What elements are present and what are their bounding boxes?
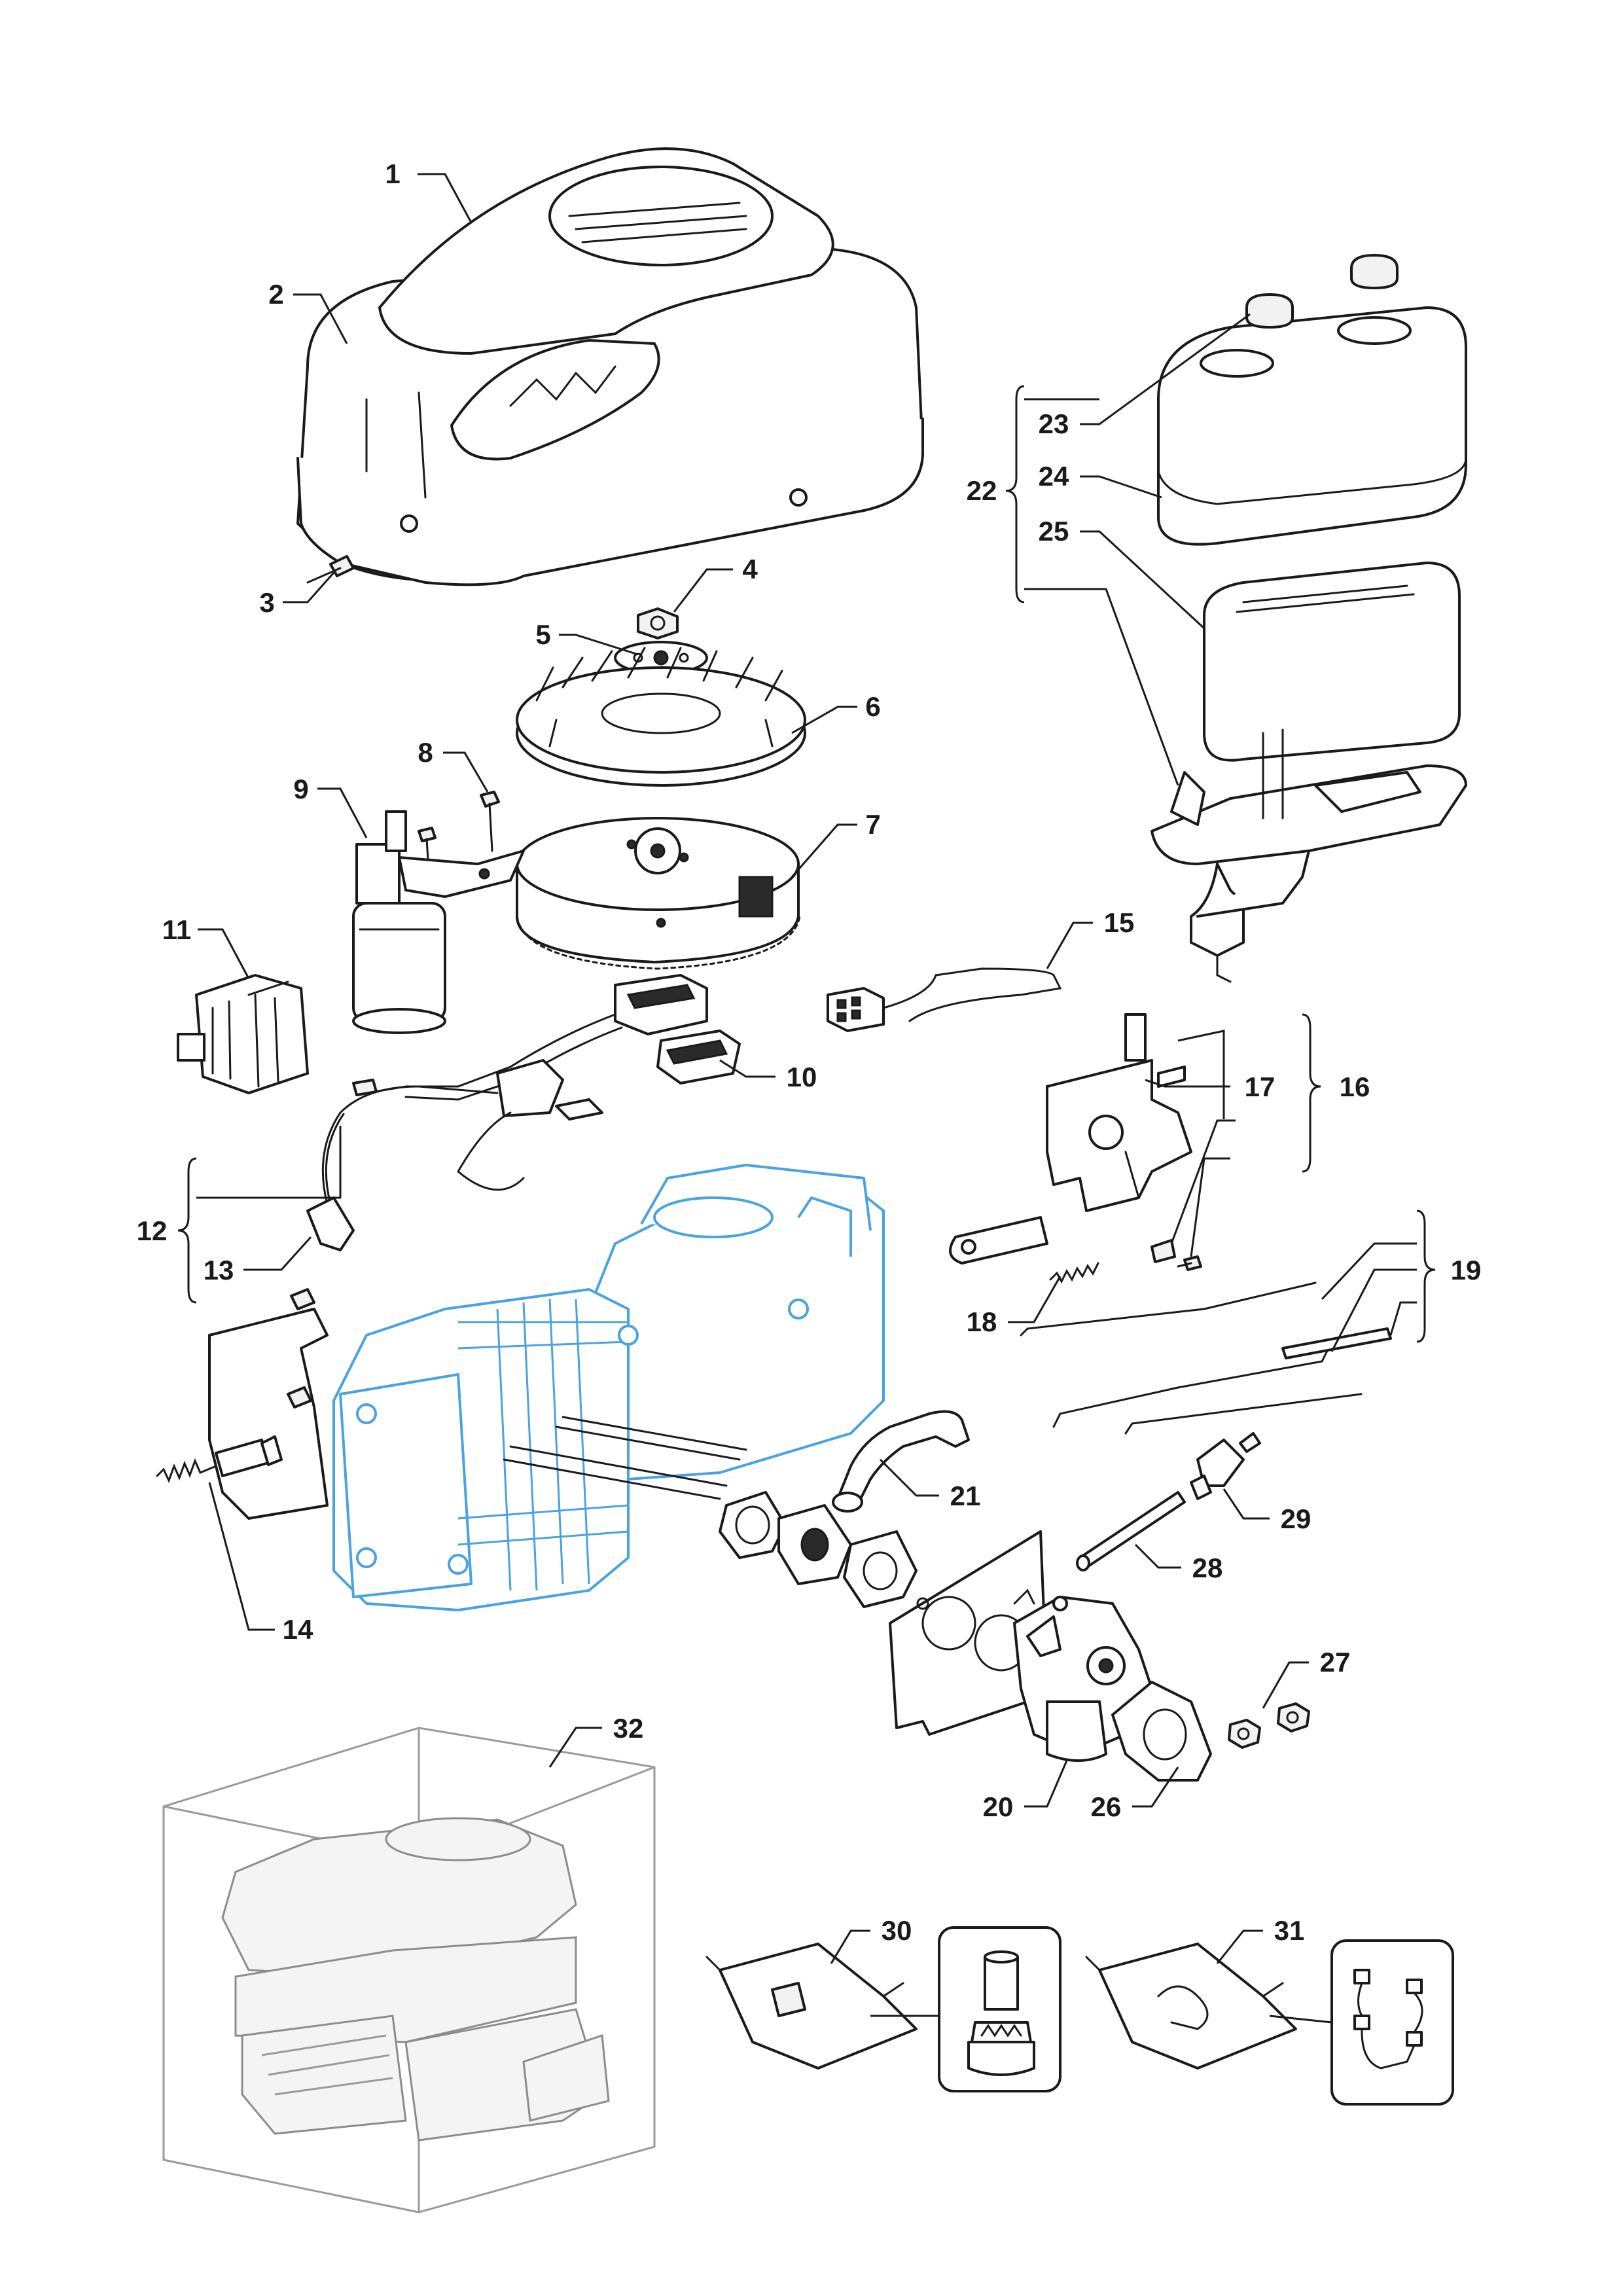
callout-10: 10 [787,1062,817,1092]
nut-part-27 [1228,1702,1310,1749]
leader-lines [196,173,1417,2024]
callout-24: 24 [1039,461,1069,492]
callout-17: 17 [1245,1071,1275,1102]
wiring-connector-part-15 [827,967,1062,1032]
spark-plug-part-14 [156,1288,329,1520]
callout-28: 28 [1192,1552,1223,1583]
callout-7: 7 [865,809,880,840]
callout-2: 2 [268,279,283,310]
engine-block [332,1164,885,1611]
kit-bag-part-31 [1085,1939,1454,2106]
callout-26: 26 [1091,1791,1122,1822]
callout-31: 31 [1274,1915,1305,1946]
fuel-filter-part-29 [1190,1432,1261,1500]
regulator-part-11 [177,974,309,1094]
mounting-studs [503,1416,747,1500]
callout-12: 12 [137,1215,168,1246]
ignition-coil-part-10 [352,974,741,1101]
callout-22: 22 [967,475,997,506]
complete-engine-part-32 [162,1727,656,2214]
callout-13: 13 [204,1255,234,1285]
callout-4: 4 [742,554,758,584]
callout-1: 1 [385,158,400,189]
callout-25: 25 [1039,516,1069,547]
callout-21: 21 [950,1480,981,1511]
linkage-rods-part-19 [1020,1282,1392,1435]
callout-8: 8 [418,737,433,768]
air-filter-assembly [1150,254,1467,983]
screw-part-3 [306,555,355,584]
heat-shield-plate [889,1530,1048,1736]
callout-9: 9 [293,774,308,804]
callout-14: 14 [283,1614,313,1645]
group-brackets [177,385,1436,1343]
breather-tube-part-21 [832,1410,970,1513]
nut-part-4 [637,607,679,639]
starter-motor-part-9 [352,810,525,1034]
callout-20: 20 [983,1791,1014,1822]
spring-part-18 [1049,1262,1099,1284]
kit-bag-part-30 [705,1926,1061,2092]
callout-15: 15 [1104,907,1135,938]
engine-cover-assembly [296,147,924,586]
callout-labels: 1 2 3 4 5 6 7 8 9 10 11 12 13 14 15 16 1… [137,158,1482,1946]
callout-27: 27 [1320,1647,1351,1677]
bolt-part-8 [418,791,500,872]
callout-6: 6 [865,691,880,722]
callout-16: 16 [1340,1071,1370,1102]
callout-30: 30 [882,1915,912,1946]
gasket-part-26 [1111,1681,1212,1782]
callout-19: 19 [1451,1255,1482,1285]
intake-gaskets [719,1491,918,1608]
throttle-bracket-part-16 [949,1013,1202,1271]
callout-5: 5 [535,619,550,650]
fuel-hose-part-28 [1076,1491,1186,1571]
callout-18: 18 [967,1306,997,1337]
callout-29: 29 [1281,1503,1311,1534]
ignition-lead-part-12 [306,1059,603,1251]
flywheel-part-7 [516,817,801,970]
cooling-fan-part-6 [516,647,806,787]
callout-11: 11 [162,914,191,945]
callout-23: 23 [1039,408,1069,439]
callout-32: 32 [613,1713,644,1744]
callout-3: 3 [259,587,274,618]
